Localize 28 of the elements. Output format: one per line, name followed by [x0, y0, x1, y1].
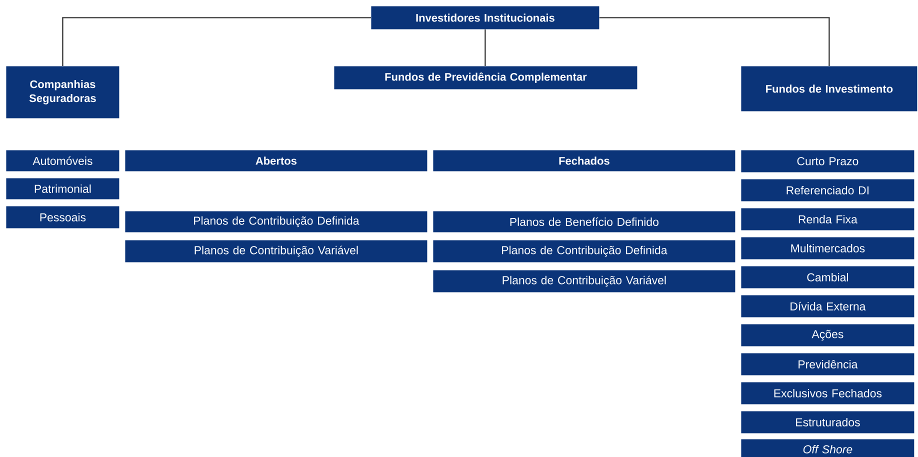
connector-line	[62, 17, 371, 66]
item-box: Automóveis	[6, 150, 120, 172]
item-box: Estruturados	[741, 411, 914, 434]
item-box: Patrimonial	[6, 178, 120, 200]
category-box: Fundos de Previdência Complementar	[334, 66, 638, 90]
heading-box: Investidores Institucionais	[371, 6, 600, 30]
item-box: Off Shore	[741, 439, 914, 457]
item-box: Renda Fixa	[741, 208, 914, 230]
subheading-box: Fechados	[433, 150, 736, 172]
subheading-box: Abertos	[125, 150, 428, 172]
item-box: Planos de Contribuição Definida	[125, 211, 428, 232]
item-box: Cambial	[741, 266, 914, 288]
category-box: Fundos de Investimento	[741, 66, 918, 112]
item-box: Referenciado DI	[741, 179, 914, 202]
connector-line	[599, 17, 830, 66]
item-box: Curto Prazo	[741, 150, 914, 172]
item-box: Planos de Contribuição Variável	[125, 240, 428, 262]
item-box: Dívida Externa	[741, 295, 914, 318]
item-box: Exclusivos Fechados	[741, 382, 914, 404]
item-box: Planos de Benefício Definido	[433, 211, 736, 232]
item-box: Multimercados	[741, 237, 914, 260]
item-box: Pessoais	[6, 206, 120, 228]
item-box: Planos de Contribuição Definida	[433, 240, 736, 262]
item-box: Ações	[741, 324, 914, 346]
item-box: Previdência	[741, 353, 914, 376]
category-box: Companhias Seguradoras	[6, 66, 120, 118]
connector-line	[484, 29, 486, 66]
item-box: Planos de Contribuição Variável	[433, 270, 736, 292]
